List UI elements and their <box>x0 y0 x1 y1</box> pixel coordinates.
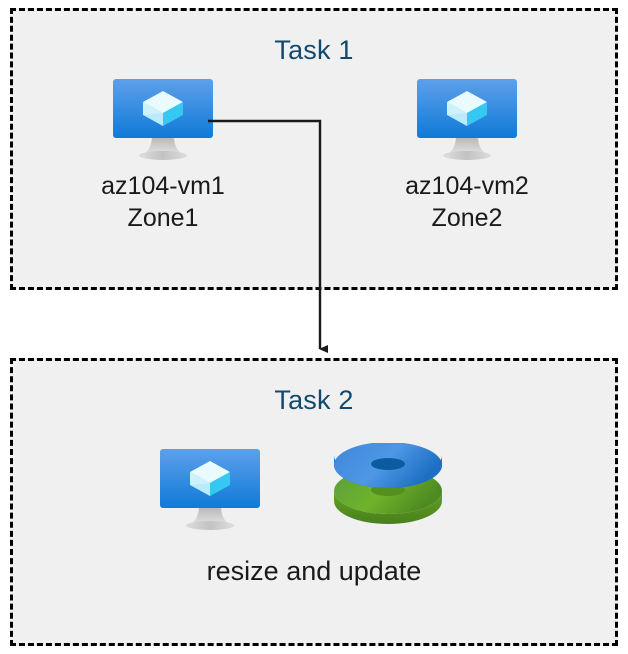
vm-label-line-2: Zone2 <box>431 204 503 232</box>
azure-virtual-machine-icon <box>417 79 517 160</box>
task-2-caption: resize and update <box>206 556 422 586</box>
task-2-container: Task 2 <box>10 358 618 646</box>
task-1-title: Task 1 <box>274 35 354 65</box>
azure-disks-icon[interactable] <box>332 443 444 529</box>
vm-label-line-1: az104-vm1 <box>101 172 225 200</box>
vm-label-line-1: az104-vm2 <box>405 172 529 200</box>
azure-virtual-machine-icon[interactable] <box>155 444 265 532</box>
vm-label-line-2: Zone1 <box>127 204 199 232</box>
azure-virtual-machine-icon <box>113 79 213 160</box>
vm-node-az104-vm1[interactable]: az104-vm1 Zone1 <box>63 74 263 234</box>
disk-blue <box>334 443 442 488</box>
task-2-title: Task 2 <box>274 385 354 415</box>
vm-node-az104-vm2[interactable]: az104-vm2 Zone2 <box>367 74 567 234</box>
